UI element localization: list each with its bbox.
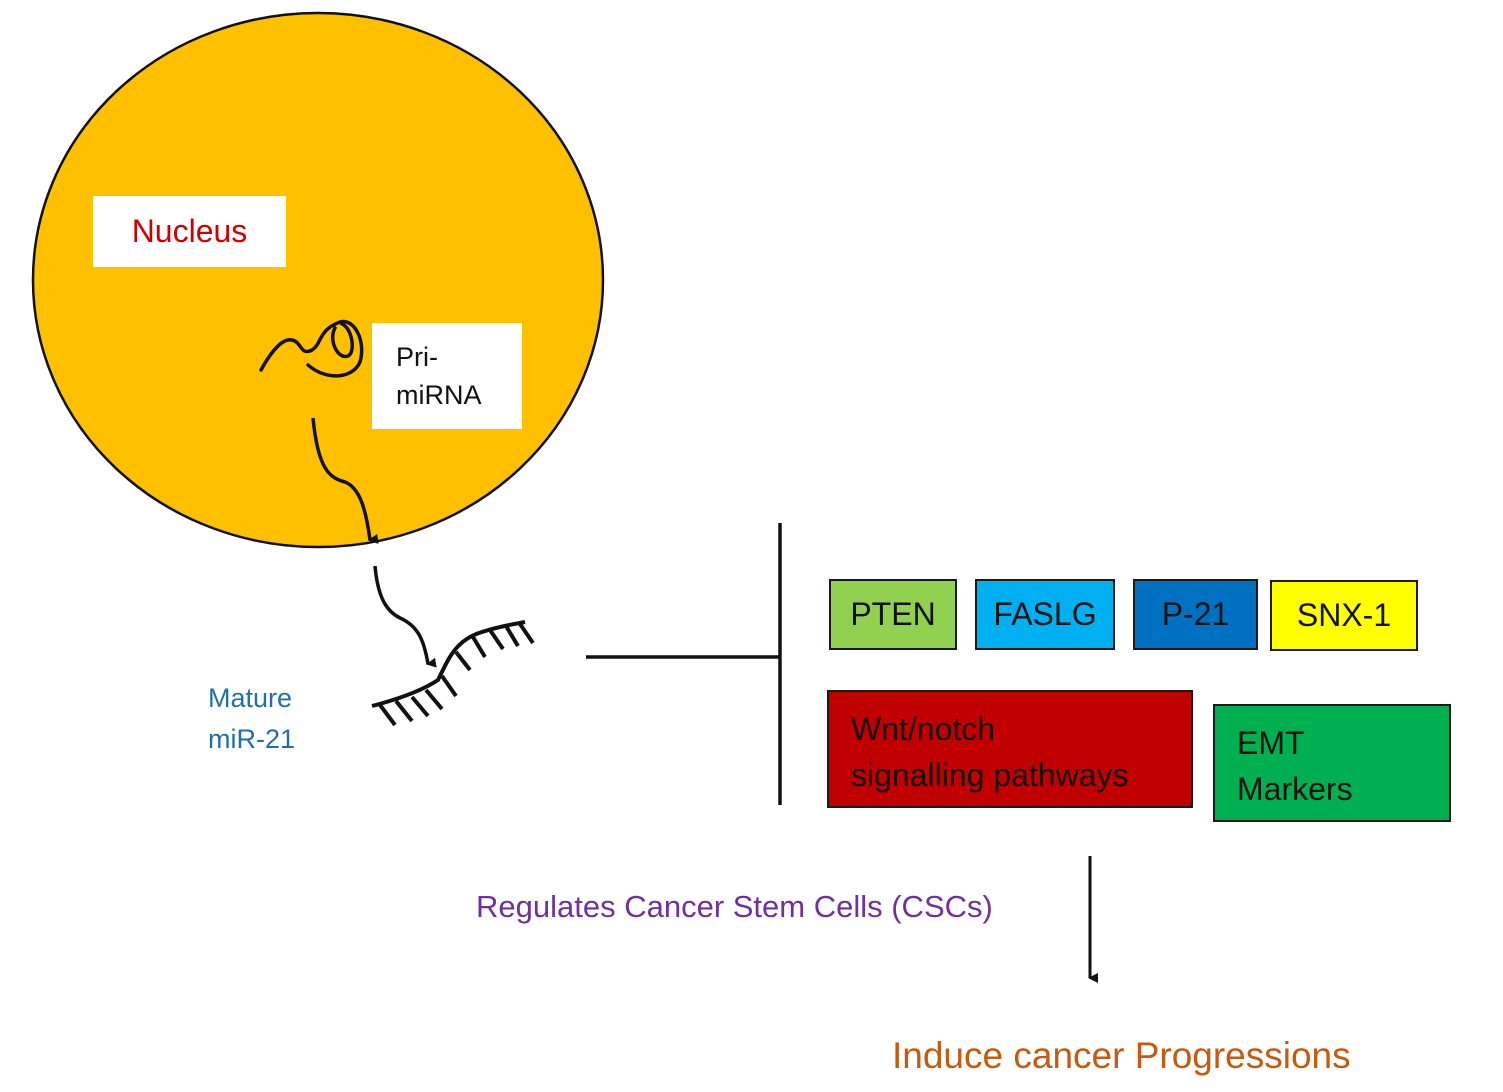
nucleus-circle — [31, 11, 605, 549]
target-label: P-21 — [1161, 596, 1230, 633]
pri-mirna-strand-icon — [259, 320, 364, 378]
pathway-label-line2: signalling pathways — [851, 757, 1129, 794]
pri-mirna-label-box: Pri- miRNA — [372, 323, 522, 429]
nucleus-label: Nucleus — [131, 213, 248, 250]
pathway-label-line2: Markers — [1237, 771, 1353, 808]
mature-mir21-label-line2: miR-21 — [208, 723, 296, 754]
pri-mirna-label-line2: miRNA — [396, 379, 482, 410]
pathway-label-line1: EMT — [1237, 725, 1305, 761]
pri-mirna-label-line1: Pri- — [396, 342, 438, 372]
processing-arrow-icon — [373, 565, 437, 668]
target-box-faslg: FASLG — [975, 579, 1115, 650]
target-box-p21: P-21 — [1133, 579, 1258, 650]
pathway-label-line1: Wnt/notch — [851, 711, 996, 747]
pathway-box-emt-markers: EMT Markers — [1213, 704, 1451, 822]
export-arrow-icon — [311, 417, 379, 544]
pathway-box-wnt-notch: Wnt/notch signalling pathways — [827, 690, 1193, 808]
induce-progression-text: Induce cancer Progressions — [892, 1035, 1351, 1076]
target-box-snx1: SNX-1 — [1270, 580, 1418, 651]
mature-mir21-label: Mature miR-21 — [208, 678, 295, 759]
target-label: SNX-1 — [1296, 597, 1392, 634]
target-box-pten: PTEN — [829, 579, 957, 650]
target-label: FASLG — [993, 596, 1097, 633]
regulates-cscs-text: Regulates Cancer Stem Cells (CSCs) — [476, 889, 993, 924]
mature-mirna-icon — [371, 620, 535, 727]
mature-mir21-label-line1: Mature — [208, 683, 293, 713]
target-label: PTEN — [850, 596, 936, 633]
nucleus-label-box: Nucleus — [93, 196, 286, 267]
